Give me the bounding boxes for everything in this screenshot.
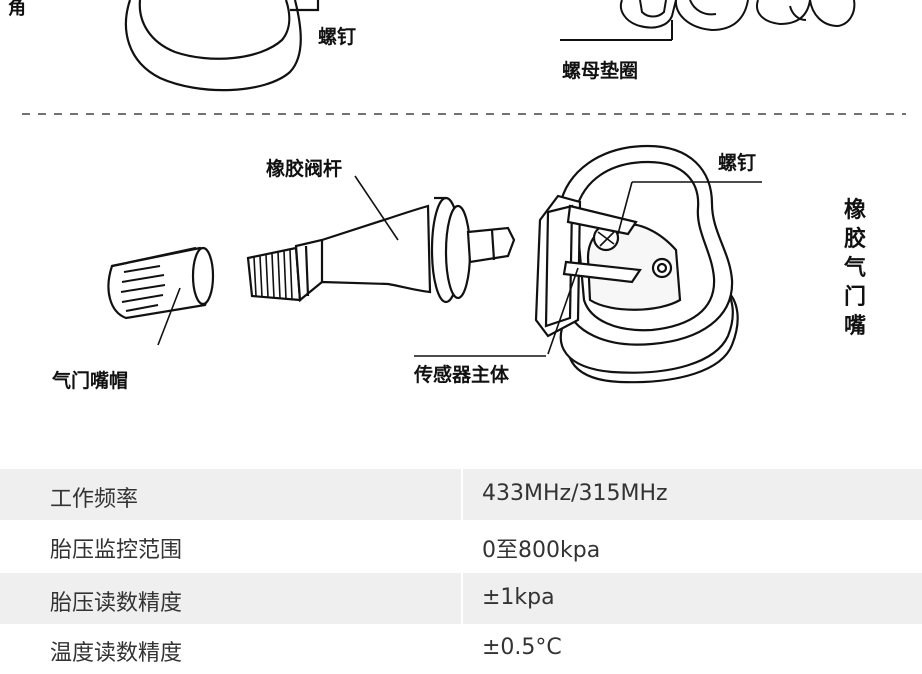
- column-divider: [461, 573, 463, 624]
- valve-cap-illustration: [107, 246, 215, 346]
- column-divider: [461, 469, 463, 520]
- side-title-char: 嘴: [843, 314, 866, 339]
- spec-key: 胎压读数精度: [50, 591, 183, 616]
- sensor-screw-label: 螺钉: [718, 152, 757, 174]
- side-title: 橡 胶 气 门 嘴: [842, 196, 868, 341]
- exploded-diagram: [22, 0, 906, 384]
- sensor-body-label: 传感器主体: [414, 364, 510, 386]
- sensor-body-illustration: [414, 144, 762, 384]
- rubber-stem-label: 橡胶阀杆: [266, 158, 343, 180]
- top-sensor-partial: [124, 0, 320, 92]
- rubber-stem-illustration: [246, 175, 516, 304]
- spec-value: ±1kpa: [482, 585, 555, 610]
- side-title-char: 气: [843, 256, 866, 281]
- spec-value: 0至800kpa: [482, 538, 601, 563]
- spec-key: 温度读数精度: [50, 641, 183, 666]
- table-row: 胎压读数精度 ±1kpa: [0, 573, 922, 624]
- top-screw-label: 螺钉: [318, 26, 357, 48]
- table-row: 胎压监控范围 0至800kpa: [0, 520, 922, 571]
- top-left-partial-label: 角: [8, 0, 26, 19]
- top-nut-washer-partial: [560, 0, 856, 41]
- spec-value: 433MHz/315MHz: [482, 481, 668, 506]
- side-title-char: 胶: [843, 227, 866, 252]
- valve-cap-label: 气门嘴帽: [52, 370, 129, 392]
- side-title-char: 门: [843, 285, 866, 310]
- spec-key: 工作频率: [50, 487, 139, 512]
- nut-washer-label: 螺母垫圈: [562, 60, 639, 82]
- spec-key: 胎压监控范围: [50, 538, 183, 563]
- table-row: 工作频率 433MHz/315MHz: [0, 469, 922, 520]
- spec-value: ±0.5°C: [482, 635, 562, 660]
- table-row: 温度读数精度 ±0.5°C: [0, 623, 922, 674]
- side-title-char: 橡: [843, 198, 866, 223]
